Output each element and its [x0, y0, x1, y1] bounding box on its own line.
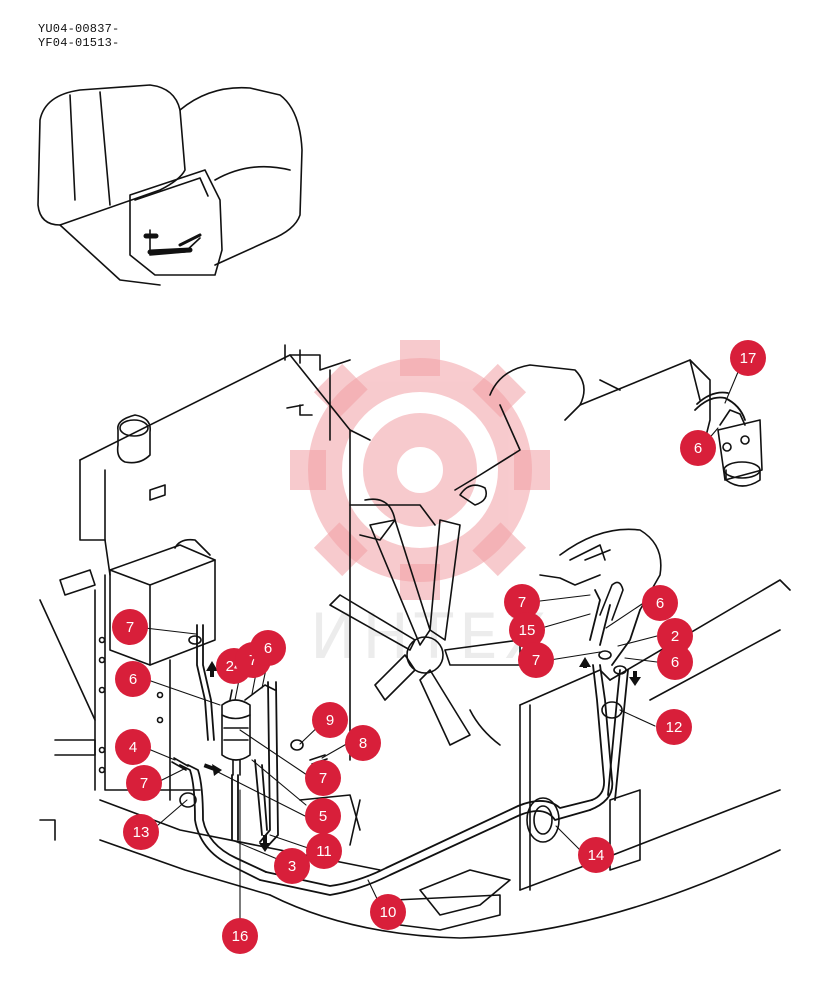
fuel-filter	[221, 684, 276, 776]
callout-6: 6	[250, 630, 286, 666]
hose-clamps	[171, 635, 627, 843]
reservoir-tank	[109, 538, 216, 666]
callout-7: 7	[518, 642, 554, 678]
callout-4: 4	[115, 729, 151, 765]
callout-6: 6	[680, 430, 716, 466]
separator-assembly	[717, 409, 763, 487]
callout-14: 14	[578, 837, 614, 873]
callout-10: 10	[370, 894, 406, 930]
watermark-gear-tooth	[472, 522, 527, 577]
callout-7: 7	[305, 760, 341, 796]
flow-arrow-down-icon	[259, 843, 271, 852]
callout-11: 11	[306, 833, 342, 869]
callout-17: 17	[730, 340, 766, 376]
part-code-2: YF04-01513-	[38, 36, 120, 50]
inset-machine-drawing	[37, 84, 303, 286]
engine-body	[349, 359, 711, 746]
radiator-frame	[39, 344, 371, 791]
callout-8: 8	[345, 725, 381, 761]
watermark-gear-tooth	[290, 450, 326, 490]
cooling-fan	[329, 519, 521, 746]
flow-arrows	[203, 657, 641, 852]
left-column	[39, 589, 171, 841]
watermark-gear-tooth	[400, 340, 440, 376]
part-code-1: YU04-00837-	[38, 22, 120, 36]
watermark-gear-tooth	[313, 522, 368, 577]
callout-6: 6	[642, 585, 678, 621]
callout-16: 16	[222, 918, 258, 954]
callout-6: 6	[657, 644, 693, 680]
callout-13: 13	[123, 814, 159, 850]
callout-3: 3	[274, 848, 310, 884]
callout-7: 7	[112, 609, 148, 645]
watermark-gear-tooth	[514, 450, 550, 490]
callout-12: 12	[656, 709, 692, 745]
flow-arrow-up-icon	[206, 661, 218, 671]
watermark-gear-tooth	[472, 363, 527, 418]
callout-15: 15	[509, 612, 545, 648]
flow-arrow-right-icon	[212, 764, 222, 776]
callout-5: 5	[305, 798, 341, 834]
callout-9: 9	[312, 702, 348, 738]
callout-7: 7	[126, 765, 162, 801]
flow-arrow-down-icon	[629, 677, 641, 686]
watermark-gear-tooth	[313, 363, 368, 418]
callout-6: 6	[115, 661, 151, 697]
fuel-hoses	[179, 391, 746, 896]
leader-lines	[144, 371, 739, 921]
